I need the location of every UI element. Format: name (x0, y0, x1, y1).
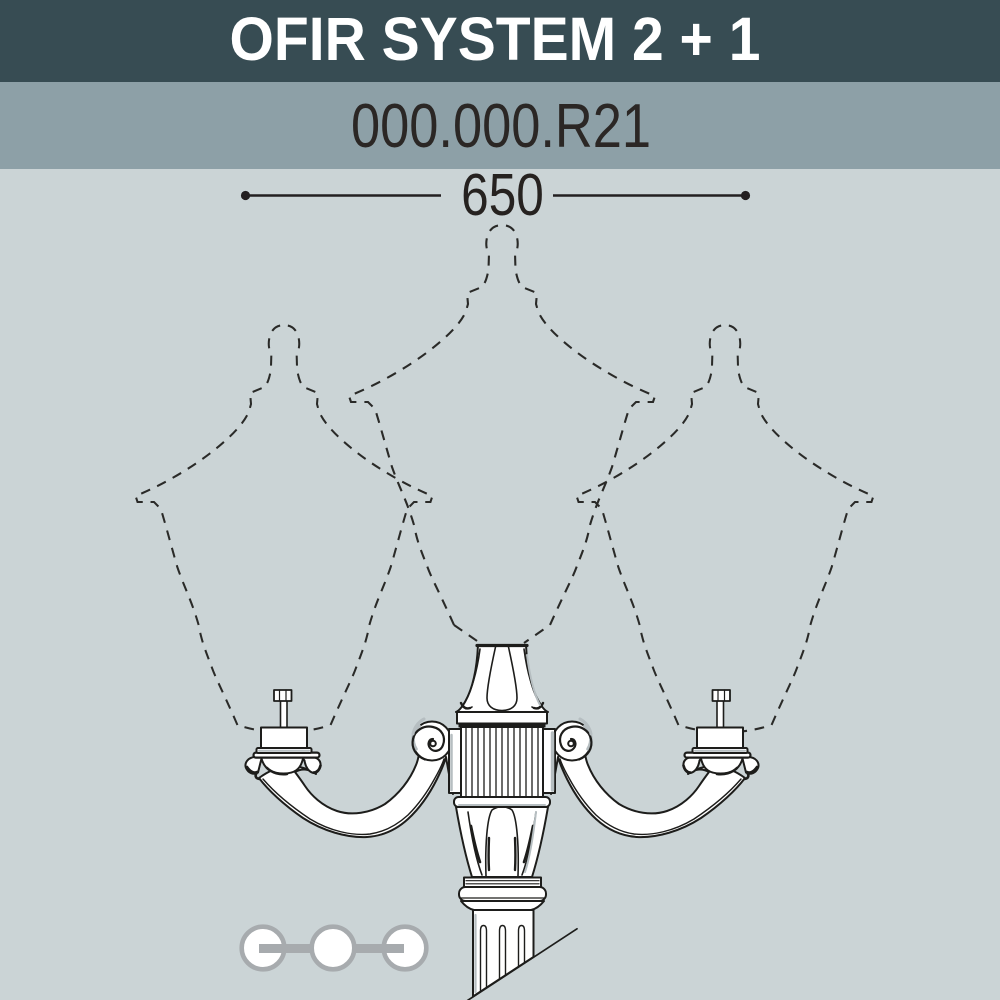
svg-text:650: 650 (461, 162, 544, 228)
